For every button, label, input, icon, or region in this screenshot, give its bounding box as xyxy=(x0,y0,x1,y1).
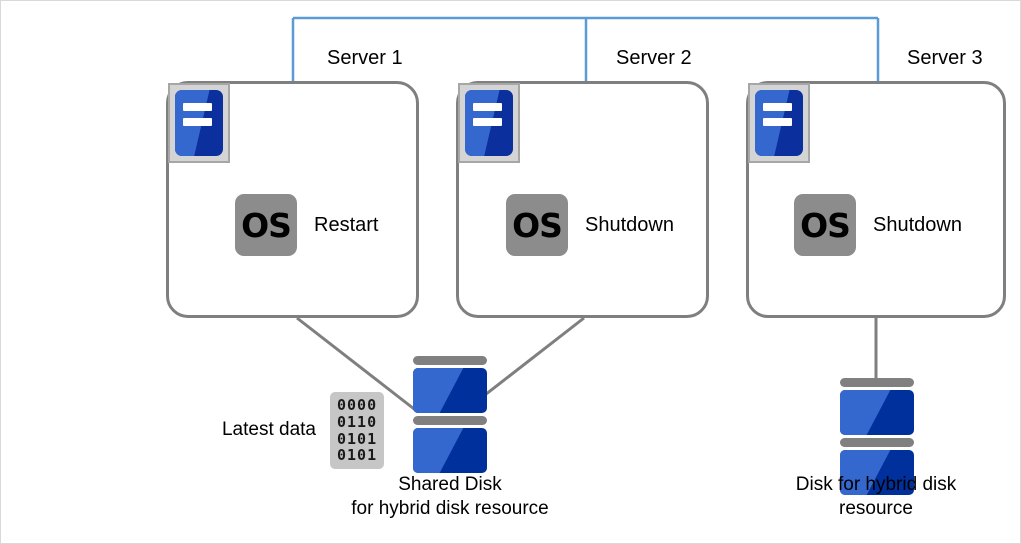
binary-data-block: 0000 0110 0101 0101 xyxy=(330,392,385,470)
server-3-os-row: OS Shutdown xyxy=(794,194,962,256)
binary-row: 0101 xyxy=(337,429,378,448)
server-rack-body xyxy=(755,90,803,156)
server-2-label: Server 2 xyxy=(616,47,692,69)
disk-icon xyxy=(413,356,487,476)
binary-row: 0101 xyxy=(337,446,378,465)
server-3-label: Server 3 xyxy=(907,47,983,69)
hybrid-disk-caption: Disk for hybrid disk resource xyxy=(795,474,957,519)
server-rack-icon xyxy=(748,83,810,163)
server-rack-icon xyxy=(168,83,230,163)
server-rack-bar-1 xyxy=(762,103,793,112)
os-icon: OS xyxy=(235,194,297,256)
disk-platter-lower xyxy=(413,428,487,473)
server-3-state-label: Shutdown xyxy=(873,213,962,236)
server-rack-bar-1 xyxy=(182,103,213,112)
disk-cap-top xyxy=(413,356,487,365)
disk-cap-top xyxy=(840,378,914,387)
server-rack-icon xyxy=(458,83,520,163)
shared-disk-caption: Shared Disk for hybrid disk resource xyxy=(351,474,549,519)
server-rack-bar-1 xyxy=(472,103,503,112)
server-1-os-row: OS Restart xyxy=(235,194,378,256)
server-2-state-label: Shutdown xyxy=(585,213,674,236)
server-1-label: Server 1 xyxy=(327,47,403,69)
disk-icon xyxy=(840,378,914,498)
disk-platter-upper xyxy=(840,390,914,435)
disk-platter-upper xyxy=(413,368,487,413)
server-rack-bar-2 xyxy=(182,117,213,126)
os-icon: OS xyxy=(506,194,568,256)
binary-row: 0000 xyxy=(337,396,378,414)
server-rack-body xyxy=(465,90,513,156)
disk-cap-middle xyxy=(413,416,487,425)
server-2-os-row: OS Shutdown xyxy=(506,194,674,256)
server-1-state-label: Restart xyxy=(314,213,379,236)
binary-row: 0110 xyxy=(337,412,378,431)
server-rack-body xyxy=(175,90,223,156)
disk-cap-middle xyxy=(840,438,914,447)
server-rack-bar-2 xyxy=(472,117,503,126)
server-rack-bar-2 xyxy=(762,117,793,126)
os-icon: OS xyxy=(794,194,856,256)
latest-data-label: Latest data xyxy=(221,419,316,440)
disk-platter-lower xyxy=(840,450,914,495)
